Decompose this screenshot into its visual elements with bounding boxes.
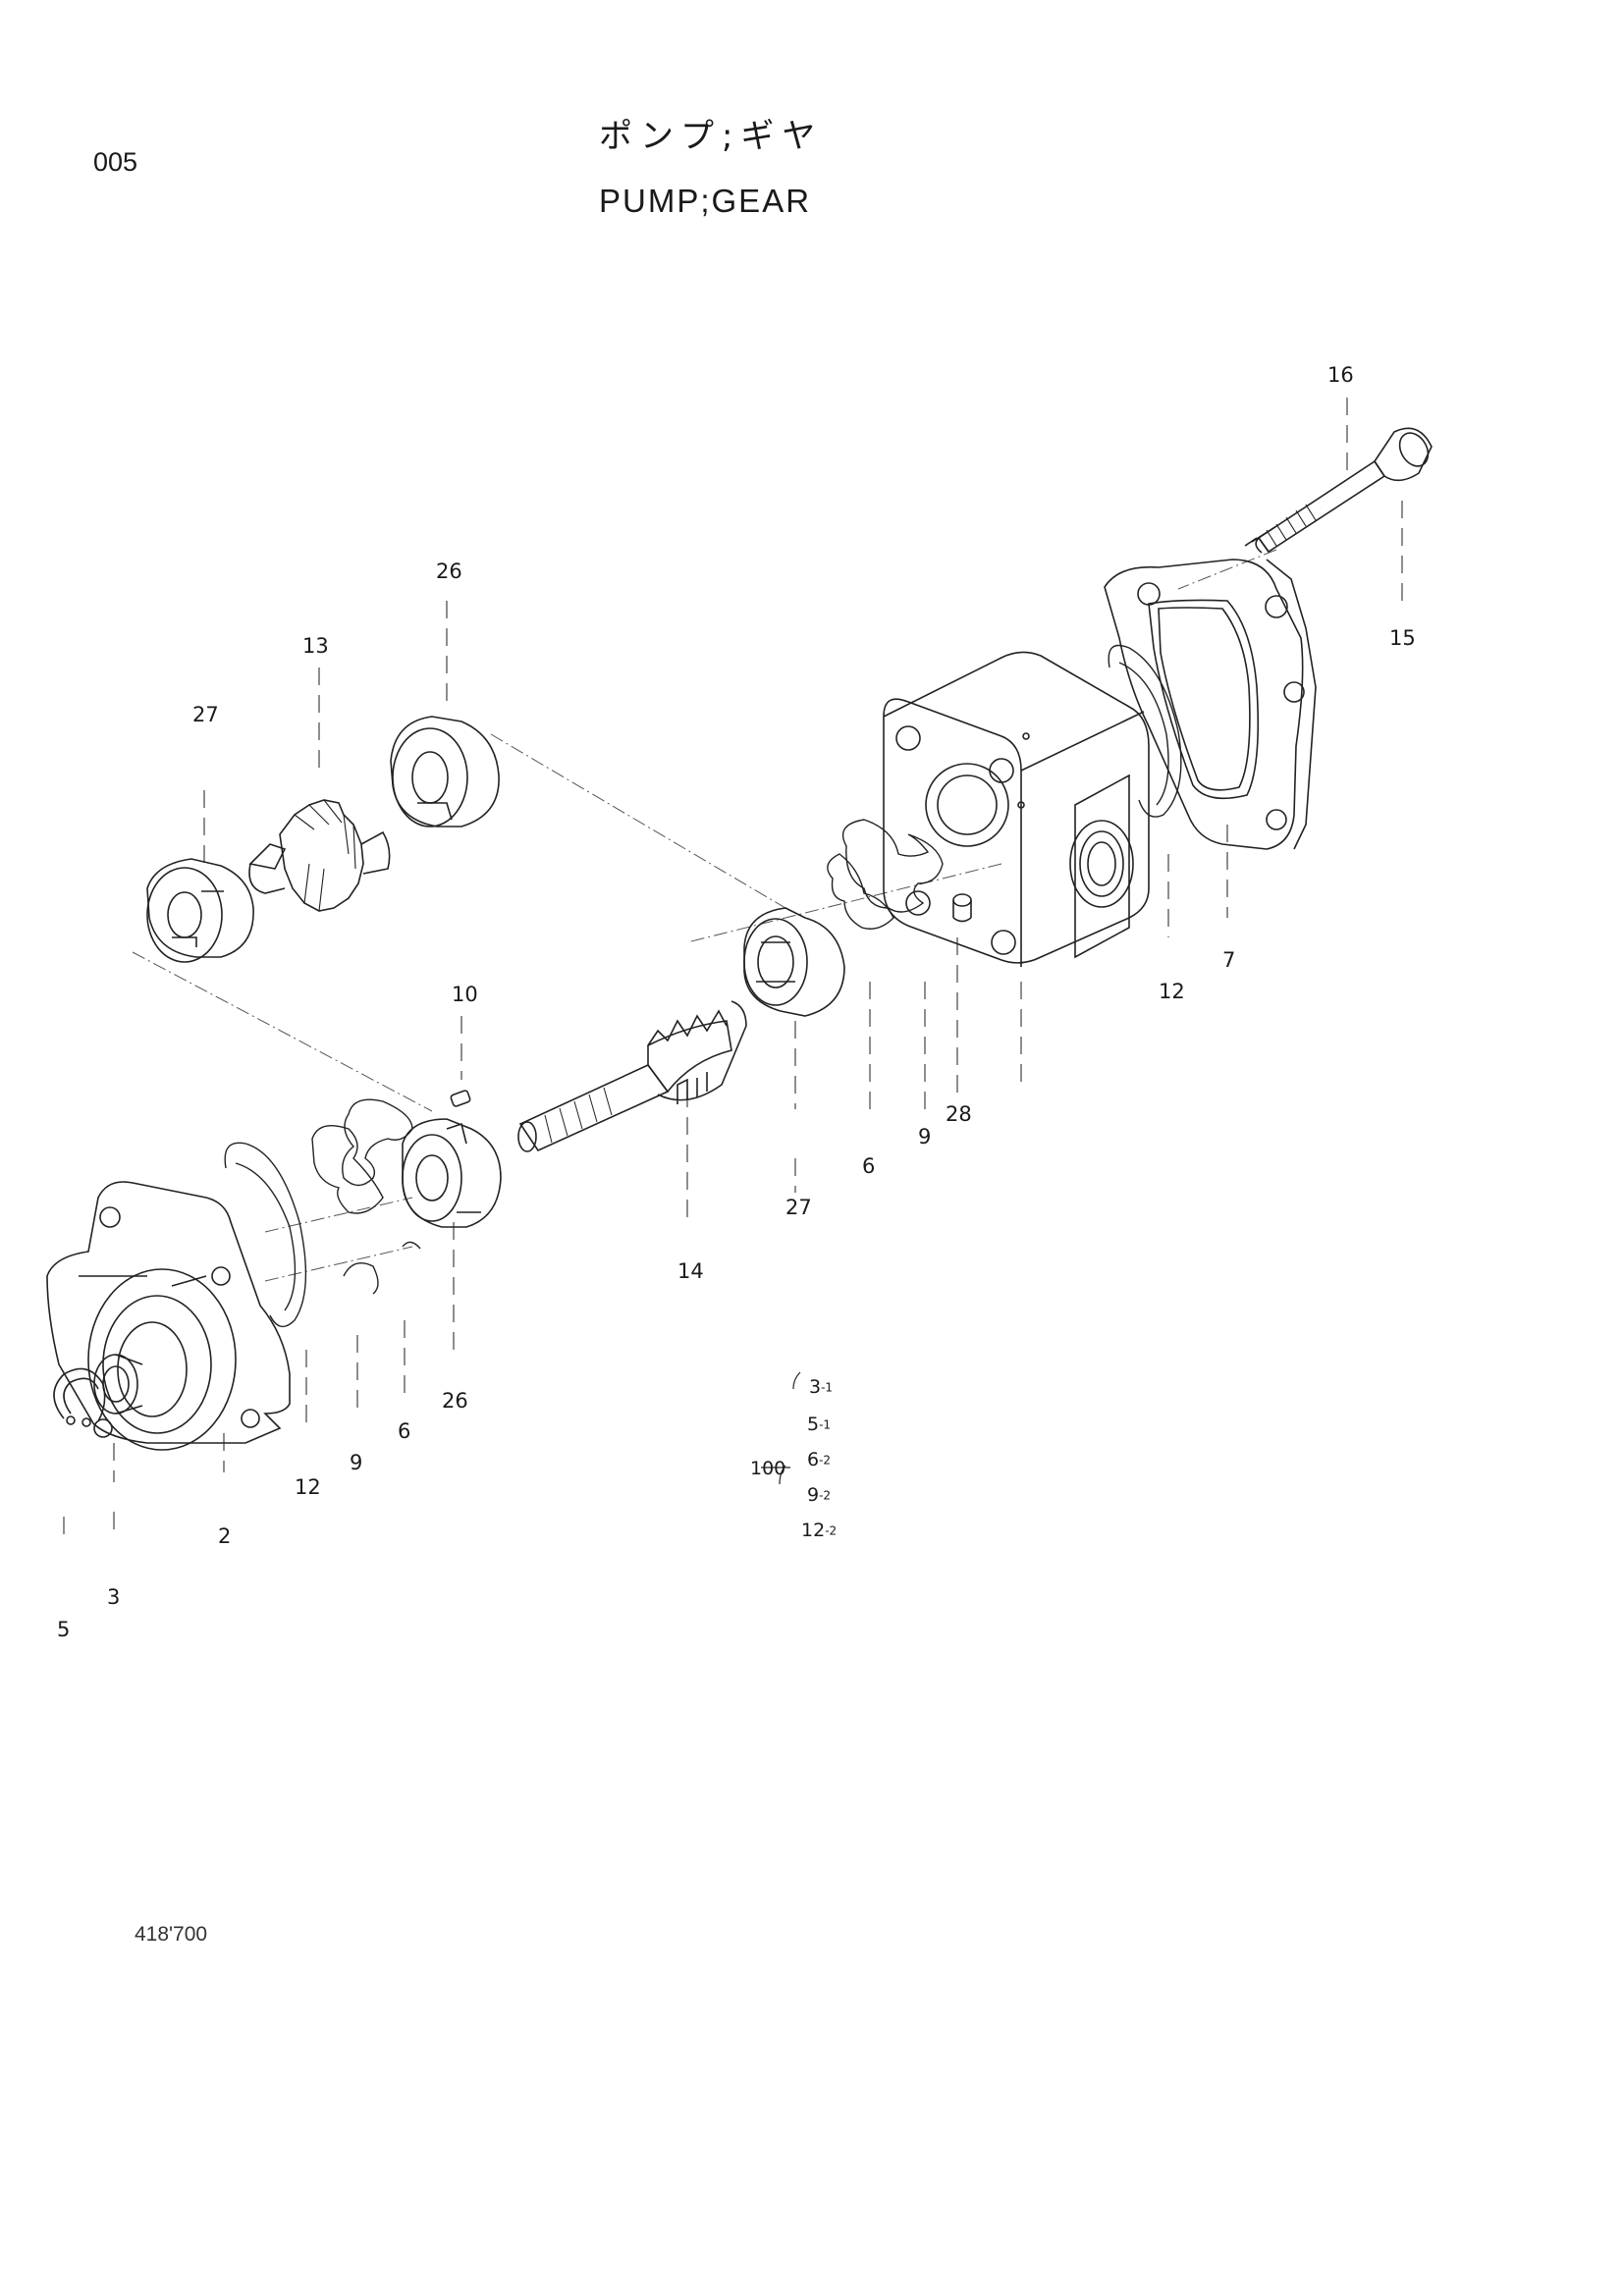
- bushing-part-27-right: [744, 908, 844, 1016]
- callout-13: 13: [302, 634, 329, 658]
- callout-28: 28: [946, 1102, 972, 1126]
- kit-item-6: 6-2: [807, 1449, 832, 1470]
- snap-ring-part-5: [54, 1368, 105, 1426]
- gear-housing-part-7: [884, 652, 1149, 967]
- assembly-lines: [133, 550, 1276, 1281]
- callout-5: 5: [57, 1618, 71, 1641]
- seal-rings-right: [828, 820, 943, 929]
- leader-lines: [64, 398, 1402, 1541]
- title-japanese: ポンプ;ギヤ: [599, 117, 824, 156]
- callout-27-top: 27: [192, 703, 219, 726]
- reference-number: 418'700: [135, 1923, 208, 1946]
- front-cover-part-2: [47, 1182, 290, 1450]
- bushing-part-26-top: [391, 717, 499, 827]
- pin-part-10: [450, 1090, 470, 1106]
- o-ring-part-12-right: [1109, 646, 1181, 818]
- callout-14: 14: [677, 1259, 704, 1283]
- callout-6-left: 6: [398, 1419, 411, 1443]
- callout-26-lower: 26: [442, 1389, 468, 1413]
- callout-10: 10: [452, 983, 478, 1006]
- kit-item-5: 5-1: [807, 1414, 832, 1435]
- dowel-pin-part-28: [953, 894, 971, 922]
- callout-26-top: 26: [436, 560, 462, 583]
- o-ring-part-12-left: [225, 1143, 305, 1326]
- kit-item-9: 9-2: [807, 1484, 832, 1506]
- callout-3: 3: [107, 1585, 121, 1609]
- callout-9-left: 9: [350, 1451, 363, 1474]
- page-number: 005: [93, 147, 138, 177]
- bushing-part-26-lower: [403, 1119, 501, 1227]
- drive-gear-shaft-part-14: [518, 1001, 746, 1151]
- driven-gear-part-13: [249, 800, 390, 911]
- callout-15: 15: [1389, 626, 1416, 650]
- seal-rings-left: [312, 1099, 420, 1294]
- callout-2: 2: [218, 1524, 232, 1548]
- callout-16: 16: [1327, 363, 1354, 387]
- kit-number: 100: [750, 1458, 786, 1479]
- cover-plate-part-15: [1105, 560, 1316, 849]
- callout-12-left: 12: [295, 1475, 321, 1499]
- kit-item-12: 12-2: [801, 1520, 838, 1541]
- callout-12-right: 12: [1159, 980, 1185, 1003]
- kit-bracket: [761, 1372, 800, 1484]
- bushing-part-27-left: [147, 859, 253, 962]
- bolt-part-16: [1245, 428, 1434, 553]
- kit-item-3: 3-1: [809, 1376, 834, 1398]
- callout-27-mid: 27: [785, 1196, 812, 1219]
- title-english: PUMP;GEAR: [599, 183, 812, 219]
- callout-6-right: 6: [862, 1154, 876, 1178]
- callout-9-right: 9: [918, 1125, 932, 1148]
- callout-7: 7: [1222, 948, 1236, 972]
